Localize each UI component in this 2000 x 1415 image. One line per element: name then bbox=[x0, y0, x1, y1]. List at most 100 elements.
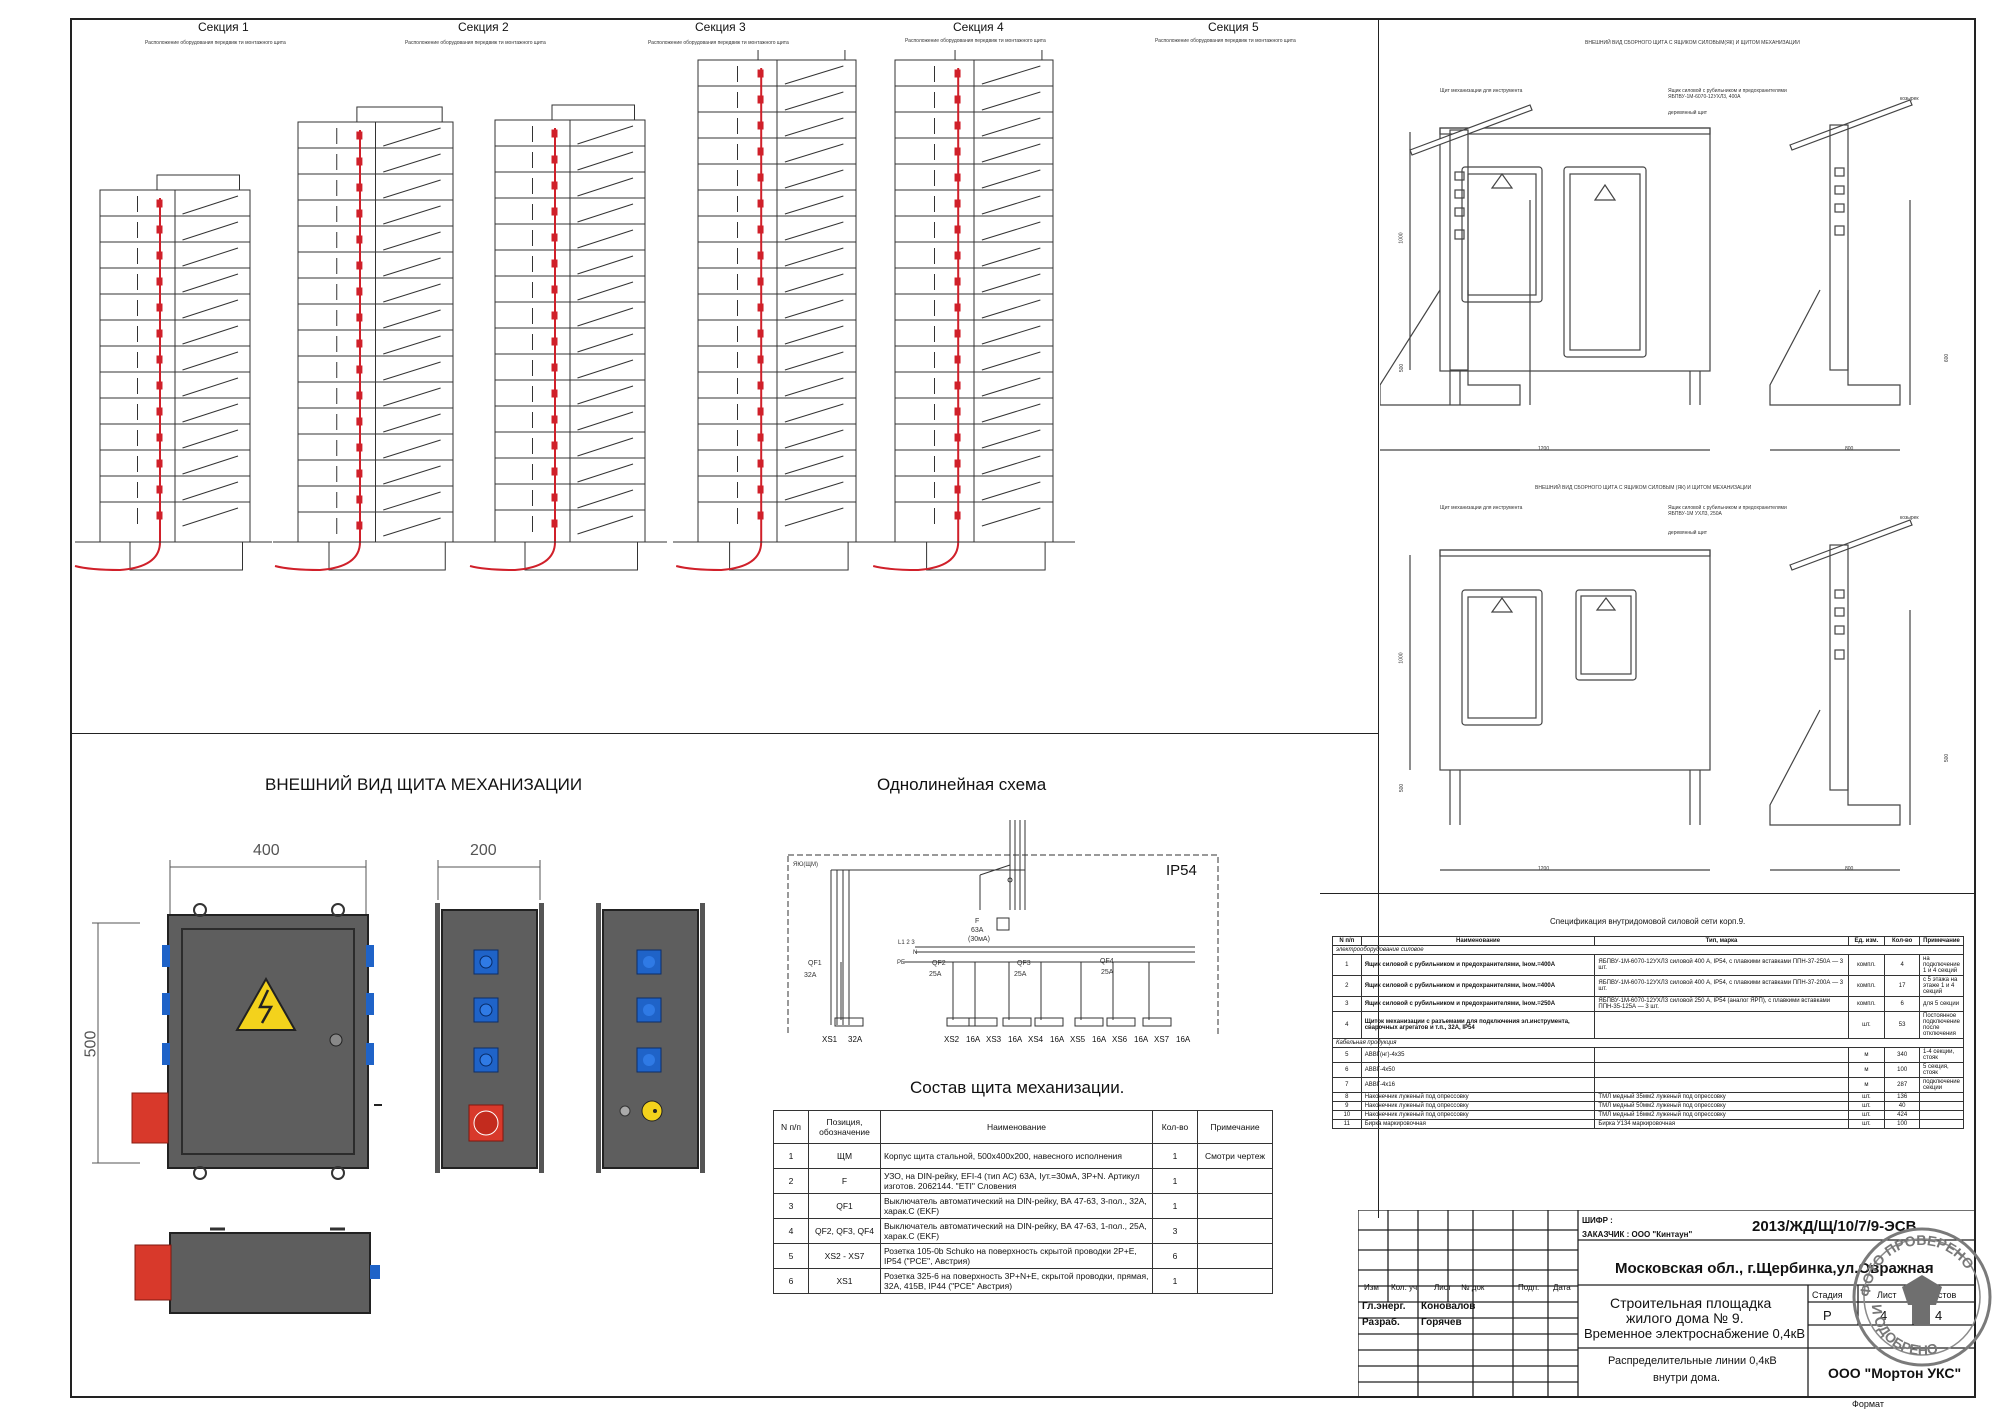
spec-cell: на подключение 1 и 4 секций bbox=[1919, 954, 1964, 976]
frame-divider-horizontal bbox=[70, 733, 1378, 734]
stair-flight bbox=[981, 247, 1041, 267]
tb-project-1: Строительная площадка bbox=[1610, 1295, 1772, 1311]
socket-xs1: XS1 bbox=[822, 1035, 838, 1044]
stair-flight bbox=[784, 325, 844, 345]
composition-cell: УЗО, на DIN-рейку, EFI-4 (тип АС) 63А, I… bbox=[880, 1168, 1153, 1194]
dim-depth-200: 200 bbox=[470, 842, 497, 859]
label-wood-bottom: деревянный щит bbox=[1668, 530, 1708, 536]
spec-cell: 3 bbox=[1332, 996, 1362, 1012]
stair-flight bbox=[182, 273, 239, 293]
spec-cell: 6 bbox=[1332, 1062, 1362, 1078]
spec-cell bbox=[1594, 1077, 1849, 1093]
socket-symbol bbox=[946, 1017, 976, 1027]
spec-cell: Наконечник луженый под опрессовку bbox=[1360, 1092, 1596, 1102]
composition-cell: 5 bbox=[773, 1243, 809, 1269]
spec-cell: 17 bbox=[1884, 975, 1921, 997]
panel-side-view bbox=[435, 903, 544, 1173]
spec-title: Спецификация внутридомовой силовой сети … bbox=[1550, 917, 1746, 926]
spec-cell: ТМЛ медный 35мм2 луженый под опрессовку bbox=[1594, 1092, 1849, 1102]
composition-cell: Выключатель автоматический на DIN-рейку,… bbox=[880, 1218, 1153, 1244]
spec-cell: 4 bbox=[1332, 1011, 1362, 1039]
stair-flight bbox=[182, 377, 239, 397]
stair-flight bbox=[981, 403, 1041, 423]
schema-pe: PE bbox=[897, 960, 906, 966]
spec-cell: 6 bbox=[1884, 996, 1921, 1012]
composition-cell: XS1 bbox=[808, 1268, 881, 1294]
stair-flight bbox=[784, 351, 844, 371]
stair-flight bbox=[981, 143, 1041, 163]
roof-structure bbox=[551, 104, 635, 121]
stair-flight bbox=[981, 351, 1041, 371]
socket-symbol bbox=[1074, 1017, 1104, 1027]
socket-xs4: XS4 bbox=[1028, 1035, 1044, 1044]
stair-flight bbox=[784, 117, 844, 137]
spec-cell bbox=[1594, 1047, 1849, 1063]
stair-flight bbox=[383, 205, 441, 225]
stair-flight bbox=[784, 455, 844, 475]
composition-cell bbox=[1197, 1268, 1273, 1294]
socket-labels: XS1 32A XS2 16A XS3 16A XS4 16A XS5 16A … bbox=[822, 1035, 1196, 1044]
dim-width-400: 400 bbox=[253, 842, 280, 859]
schema-qf4-r: 25A bbox=[1101, 969, 1114, 976]
stair-flight bbox=[182, 429, 239, 449]
label-canopy-bottom: козырек bbox=[1900, 515, 1919, 521]
composition-cell: F bbox=[808, 1168, 881, 1194]
schema-qf1-rating: 32A bbox=[804, 972, 817, 979]
assembly-bottom-title: ВНЕШНИЙ ВИД СБОРНОГО ЩИТА С ЯЩИКОМ СИЛОВ… bbox=[1535, 485, 1752, 491]
label-tool-panel-top: Щит механизации для инструмента bbox=[1440, 88, 1523, 94]
spec-cell bbox=[1594, 1062, 1849, 1078]
stair-flight bbox=[383, 465, 441, 485]
spec-cell: 1 bbox=[1332, 954, 1362, 976]
col-name: Наименование bbox=[880, 1110, 1153, 1144]
stair-flight bbox=[981, 273, 1041, 293]
stair-flight bbox=[182, 299, 239, 319]
spec-header-row: N п/п Наименование Тип, марка Ед. изм. К… bbox=[1332, 936, 1964, 946]
spec-cell bbox=[1919, 1110, 1964, 1120]
stair-flight bbox=[784, 169, 844, 189]
socket-symbol bbox=[1002, 1017, 1032, 1027]
tb-col-kol: Кол. уч bbox=[1391, 1283, 1418, 1292]
spec-cell: 100 bbox=[1884, 1119, 1921, 1129]
col-num: N п/п bbox=[773, 1110, 809, 1144]
stair-flight bbox=[383, 127, 441, 147]
spec-group-label: электрооборудование силовое bbox=[1332, 945, 1964, 955]
tb-stage: Р bbox=[1823, 1308, 1832, 1323]
schema-title: Однолинейная схема bbox=[877, 775, 1047, 794]
composition-cell: 6 bbox=[773, 1268, 809, 1294]
stair-flight bbox=[383, 387, 441, 407]
spec-cell: 136 bbox=[1884, 1092, 1921, 1102]
tb-sheets-label: Листов bbox=[1927, 1290, 1957, 1300]
stair-flight bbox=[981, 91, 1041, 111]
section-title-4: Секция 4 bbox=[953, 20, 1004, 34]
spec-cell: АВВГ(нг)-4х35 bbox=[1360, 1047, 1596, 1063]
feed-cable bbox=[872, 541, 960, 572]
spec-cell: 4 bbox=[1884, 954, 1921, 976]
tb-col-izm: Изм bbox=[1364, 1283, 1379, 1292]
spec-table: N п/п Наименование Тип, марка Ед. изм. К… bbox=[1332, 936, 1964, 1129]
tb-col-list: Лист bbox=[1434, 1283, 1452, 1292]
panel-bottom-view bbox=[134, 1227, 380, 1314]
spec-cell: шт. bbox=[1847, 1110, 1886, 1120]
approval-stamp: ФОТО ПРОВЕРЕНО И ОДОБРЕНО bbox=[1852, 1227, 1992, 1367]
spec-col-name: Наименование bbox=[1360, 936, 1596, 946]
composition-cell bbox=[1197, 1243, 1273, 1269]
stair-flight bbox=[383, 335, 441, 355]
stair-flight bbox=[981, 507, 1041, 527]
spec-cell: шт. bbox=[1847, 1119, 1886, 1129]
section-subtitle-2: Расположение оборудования передвиж ти мо… bbox=[405, 40, 546, 46]
side-view-bottom bbox=[1769, 519, 1913, 871]
spec-cell bbox=[1919, 1119, 1964, 1129]
tb-sheet-label: Лист bbox=[1877, 1290, 1897, 1300]
tb-format: Формат bbox=[1852, 1399, 1884, 1409]
tb-cipher-label: ШИФР : bbox=[1582, 1216, 1613, 1225]
socket-xs5-rating: 16A bbox=[1092, 1035, 1107, 1044]
tb-col-podp: Подп. bbox=[1518, 1283, 1540, 1292]
composition-cell: 1 bbox=[1152, 1193, 1198, 1219]
tb-stage-label: Стадия bbox=[1812, 1290, 1843, 1300]
spec-col-qty: Кол-во bbox=[1884, 936, 1921, 946]
stair-flight bbox=[182, 455, 239, 475]
panel-front-view bbox=[131, 903, 382, 1180]
spec-cell: 53 bbox=[1884, 1011, 1921, 1039]
